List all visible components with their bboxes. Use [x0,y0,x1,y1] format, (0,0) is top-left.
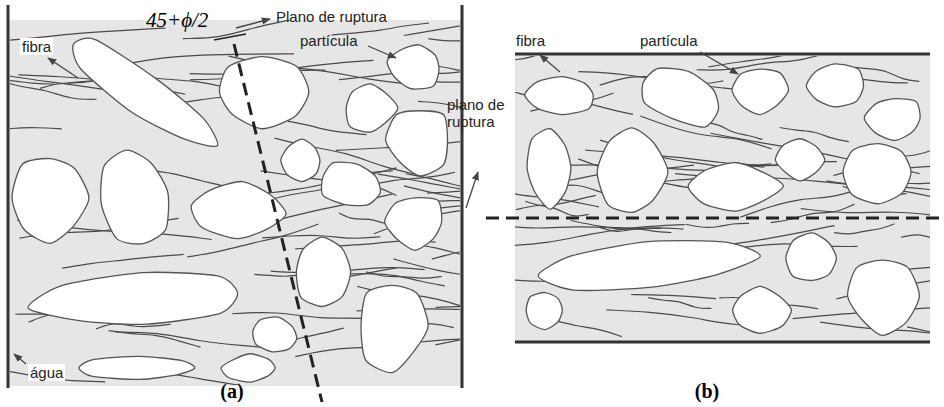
fiber [436,307,460,316]
panel-tag: (a) [220,380,243,403]
fiber [404,20,460,35]
fiber [346,274,445,286]
fiber [708,56,840,67]
soil-particle [525,77,593,115]
rupture-plane [486,217,944,220]
soil-particle [775,139,824,181]
particle-label: partícula [300,32,358,49]
fiber [901,235,930,245]
soil-particle [101,150,169,244]
soil-particle [219,57,308,129]
soil-particle [733,286,792,333]
panel-tag: (b) [695,380,719,403]
fiber [10,128,62,131]
soil-particle [843,144,911,204]
leader-arrow [14,354,26,364]
soil-particle [321,162,380,206]
fiber-group [515,56,930,340]
fiber-group [10,20,460,385]
angle-tick [214,34,246,40]
fiber [686,223,750,227]
soil-matrix [8,20,462,386]
fiber [10,78,97,99]
soil-particle [864,99,920,141]
soil-particle [597,128,668,212]
fiber [435,319,460,345]
soil-particle [786,233,837,281]
wall [461,5,464,388]
angle-formula: 45+ϕ/2 [146,8,208,32]
leader-arrow [48,58,78,78]
soil-particle [281,139,320,181]
soil-particle [538,241,760,291]
soil-particle [526,293,562,330]
fiber [393,259,460,283]
rupture-plane [234,44,322,402]
soil-particle [732,69,788,115]
soil-particle [848,260,920,335]
soil-particle [386,111,448,176]
rupture-plane-label: Plano de ruptura [276,8,387,25]
leader-arrow [466,172,478,208]
leader-arrow [540,55,560,72]
soil-particle [642,68,718,127]
fiber-label: fibra [20,38,53,55]
fiber [631,295,716,299]
fiber [771,204,855,222]
soil-particle [806,64,863,107]
leader-arrow [236,19,270,28]
soil-particle [73,38,218,146]
rupture-plane-label: plano de ruptura [447,96,511,131]
soil-particle [253,317,297,352]
soil-particle [385,198,442,251]
fiber [907,327,930,340]
soil-particle [12,159,89,244]
soil-matrix [515,54,930,342]
plate [515,341,930,344]
soil-particle [221,354,275,382]
fiber [428,36,460,41]
particle-group [12,38,920,382]
fiber [10,80,54,84]
fiber [600,227,671,232]
particle-label: partícula [640,32,698,49]
soil-particle [79,356,195,379]
fiber [62,254,183,268]
plate [515,53,930,56]
fiber [801,209,930,224]
soil-particle [296,237,350,306]
soil-particle [361,285,428,372]
water-label: água [28,364,65,381]
fiber [780,127,849,141]
fiber [854,67,919,81]
soil-particle [387,45,439,89]
fiber [834,224,895,234]
soil-particle [191,181,286,238]
fiber [515,224,661,229]
wall [7,5,10,388]
soil-particle [527,129,571,210]
leader-arrow [368,46,396,58]
fiber [697,56,832,70]
fiber [648,298,711,309]
fiber-label: fibra [516,32,545,49]
soil-particle [688,163,783,212]
leader-arrow [700,52,738,74]
soil-particle [28,272,237,324]
